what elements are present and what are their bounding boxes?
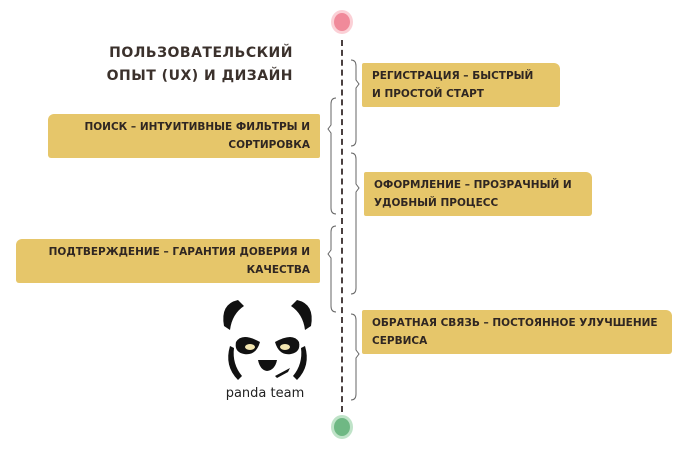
title-line: ПОЛЬЗОВАТЕЛЬСКИЙ	[109, 45, 293, 61]
step-text: СЕРВИСА	[372, 335, 428, 347]
step-text: ОФОРМЛЕНИЕ – ПРОЗРАЧНЫЙ И	[374, 179, 572, 191]
step-checkout: ОФОРМЛЕНИЕ – ПРОЗРАЧНЫЙ И УДОБНЫЙ ПРОЦЕС…	[364, 172, 592, 216]
step-search: ПОИСК – ИНТУИТИВНЫЕ ФИЛЬТРЫ И СОРТИРОВКА	[48, 114, 320, 158]
step-text: КАЧЕСТВА	[246, 264, 310, 276]
step-text: ПОДТВЕРЖДЕНИЕ – ГАРАНТИЯ ДОВЕРИЯ И	[48, 246, 310, 258]
step-text: СОРТИРОВКА	[228, 139, 310, 151]
brace	[327, 97, 337, 215]
step-text: РЕГИСТРАЦИЯ – БЫСТРЫЙ	[372, 70, 534, 82]
step-text: УДОБНЫЙ ПРОЦЕСС	[374, 197, 499, 209]
brace	[327, 225, 337, 313]
step-text: И ПРОСТОЙ СТАРТ	[372, 88, 484, 100]
panda-icon	[223, 300, 312, 380]
step-feedback: ОБРАТНАЯ СВЯЗЬ – ПОСТОЯННОЕ УЛУЧШЕНИЕ СЕ…	[362, 310, 672, 354]
step-text: ПОИСК – ИНТУИТИВНЫЕ ФИЛЬТРЫ И	[84, 121, 310, 133]
page-title: ПОЛЬЗОВАТЕЛЬСКИЙ ОПЫТ (UX) И ДИЗАЙН	[60, 42, 293, 88]
start-dot	[334, 13, 350, 31]
end-dot	[334, 418, 350, 436]
brace	[350, 59, 360, 147]
timeline-line	[341, 40, 343, 412]
brand-name: panda team	[225, 386, 305, 401]
brace	[350, 313, 360, 401]
step-confirmation: ПОДТВЕРЖДЕНИЕ – ГАРАНТИЯ ДОВЕРИЯ И КАЧЕС…	[16, 239, 320, 283]
step-registration: РЕГИСТРАЦИЯ – БЫСТРЫЙ И ПРОСТОЙ СТАРТ	[362, 63, 560, 107]
title-line: ОПЫТ (UX) И ДИЗАЙН	[106, 68, 293, 84]
brace	[350, 152, 360, 295]
step-text: ОБРАТНАЯ СВЯЗЬ – ПОСТОЯННОЕ УЛУЧШЕНИЕ	[372, 317, 658, 329]
